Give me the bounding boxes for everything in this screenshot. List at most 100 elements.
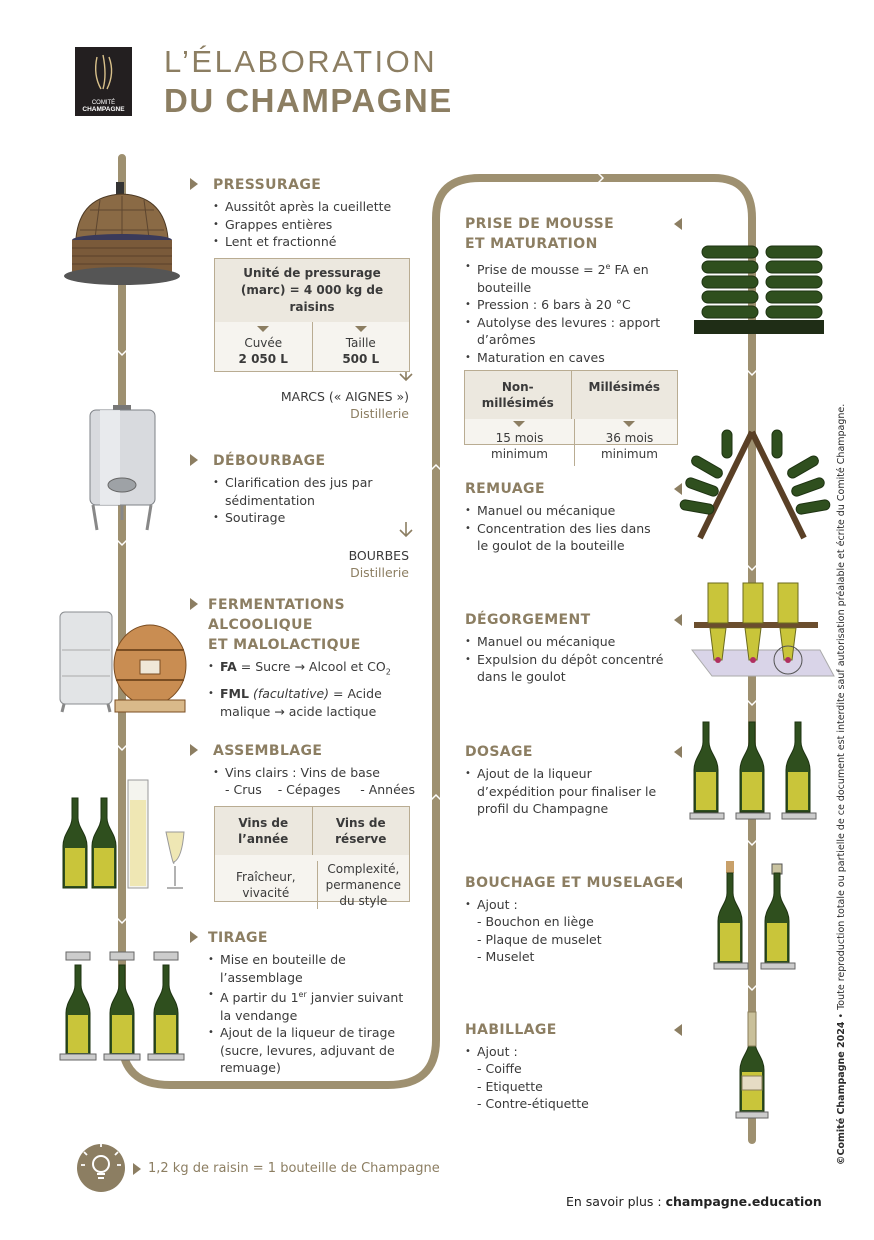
- tirage-title: TIRAGE: [208, 930, 268, 946]
- marcs-destination: Distillerie: [350, 406, 409, 421]
- riddling-rack-illustration: [679, 429, 831, 540]
- maturation-header-millesimes: Millésimés: [570, 371, 678, 419]
- logo-bubbles-icon: [94, 54, 113, 90]
- disgorging-illustration: [690, 582, 835, 677]
- copyright-notice: ©Comité Champagne 2024 • Toute reproduct…: [836, 404, 848, 1165]
- maturation-table: Non-millésimés Millésimés 15 mois minimu…: [464, 370, 678, 466]
- bouchage-subitems: - Bouchon en liège - Plaque de muselet -…: [465, 913, 665, 966]
- tirage-illustration: [59, 951, 185, 1061]
- flow-chevrons: [116, 172, 758, 992]
- list-item: Pression : 6 bars à 20 °C: [465, 296, 665, 314]
- assemblage-value-annee: Fraîcheur, vivacité: [236, 870, 296, 900]
- assemblage-bullets: Vins clairs : Vins de base: [213, 764, 413, 782]
- list-item: - Muselet: [477, 949, 535, 964]
- press-illustration: [64, 182, 180, 285]
- prise-de-mousse-bullets: Prise de mousse = 2e FA en bouteille Pre…: [465, 258, 665, 366]
- fermentations-bullets: FA = Sucre → Alcool et CO2 FML (facultat…: [208, 658, 423, 720]
- list-item: Concentration des lies dans le goulot de…: [465, 520, 665, 555]
- habillage-bullets: Ajout :: [465, 1043, 665, 1061]
- list-item: - Bouchon en liège: [477, 914, 594, 929]
- list-item: Maturation en caves: [465, 349, 665, 367]
- debourbage-title: DÉBOURBAGE: [213, 453, 326, 469]
- list-item: Expulsion du dépôt concentré dans le gou…: [465, 651, 665, 686]
- maturation-value-non-millesimes: 15 mois minimum: [465, 419, 574, 466]
- dosage-title: DOSAGE: [465, 744, 533, 760]
- assemblage-subitems: - Crus - Cépages - Années: [225, 781, 415, 799]
- cellar-stack-illustration: [694, 245, 824, 334]
- assemblage-value-reserve: Complexité, permanence du style: [316, 861, 409, 909]
- list-item: Manuel ou mécanique: [465, 633, 665, 651]
- bourbes-label: BOURBES: [348, 548, 409, 563]
- tirage-bullets: Mise en bouteille de l’assemblage A part…: [208, 951, 408, 1077]
- list-item: A partir du 1er janvier suivant la venda…: [208, 986, 408, 1024]
- pressurage-title: PRESSURAGE: [213, 177, 322, 193]
- tank-illustration: [89, 405, 156, 531]
- list-item: Soutirage: [213, 509, 388, 527]
- maturation-value-millesimes: 36 mois minimum: [573, 419, 684, 466]
- list-item: - Années: [360, 782, 415, 797]
- pressurage-table-header: Unité de pressurage (marc) = 4 000 kg de…: [215, 259, 409, 322]
- fermentations-title: FERMENTATIONS ALCOOLIQUE ET MALOLACTIQUE: [208, 597, 361, 653]
- habillage-title: HABILLAGE: [465, 1022, 557, 1038]
- remuage-bullets: Manuel ou mécanique Concentration des li…: [465, 502, 665, 555]
- list-item: - Etiquette: [477, 1078, 543, 1094]
- step-marker-icon: [674, 218, 682, 230]
- list-item: Mise en bouteille de l’assemblage: [208, 951, 408, 986]
- list-item: Ajout de la liqueur de tirage (sucre, le…: [208, 1024, 408, 1077]
- copyright-bold: ©Comité Champagne 2024: [836, 1021, 847, 1165]
- list-item: Manuel ou mécanique: [465, 502, 665, 520]
- logo-line-1: COMITÉ: [91, 100, 116, 106]
- step-marker-icon: [190, 454, 198, 466]
- list-item: FML (facultative) = Acide malique → acid…: [208, 685, 423, 720]
- list-item: Aussitôt après la cueillette: [213, 198, 413, 216]
- step-marker-icon: [674, 746, 682, 758]
- page-title-line-2: DU CHAMPAGNE: [164, 82, 453, 119]
- list-item: Ajout de la liqueur d’expédition pour fi…: [465, 765, 665, 818]
- list-item: Ajout :: [465, 1043, 665, 1061]
- list-item: FA = Sucre → Alcool et CO2: [208, 658, 423, 681]
- step-marker-icon: [190, 598, 198, 610]
- pressurage-bullets: Aussitôt après la cueillette Grappes ent…: [213, 198, 413, 251]
- step-marker-icon: [190, 744, 198, 756]
- pressurage-table: Unité de pressurage (marc) = 4 000 kg de…: [214, 258, 410, 372]
- step-marker-icon: [190, 178, 198, 190]
- tip-marker-icon: [133, 1163, 141, 1175]
- list-item: Prise de mousse = 2e FA en bouteille: [465, 258, 665, 296]
- assemblage-title: ASSEMBLAGE: [213, 743, 323, 759]
- learn-more: En savoir plus : champagne.education: [566, 1194, 822, 1209]
- logo-line-2: CHAMPAGNE: [82, 105, 125, 113]
- list-item: Grappes entières: [213, 216, 413, 234]
- list-item: - Coiffe: [477, 1061, 522, 1076]
- step-marker-icon: [674, 614, 682, 626]
- tip-text: 1,2 kg de raisin = 1 bouteille de Champa…: [148, 1161, 440, 1176]
- marcs-note: MARCS (« AIGNES ») Distillerie: [230, 388, 409, 422]
- list-item: - Crus: [225, 782, 262, 797]
- fermentation-illustration: [59, 611, 187, 713]
- list-item: - Contre-étiquette: [477, 1096, 589, 1111]
- bourbes-note: BOURBES Distillerie: [230, 547, 409, 581]
- list-item: Clarification des jus par sédimentation: [213, 474, 388, 509]
- marcs-label: MARCS (« AIGNES »): [280, 389, 409, 404]
- prise-de-mousse-title: PRISE DE MOUSSE ET MATURATION: [465, 216, 615, 252]
- maturation-header-non-millesimes: Non-millésimés: [481, 380, 554, 410]
- learn-more-link[interactable]: champagne.education: [665, 1194, 822, 1209]
- habillage-subitems: - Coiffe - Etiquette - Contre-étiquette: [465, 1060, 665, 1113]
- step-marker-icon: [674, 483, 682, 495]
- step-marker-icon: [674, 877, 682, 889]
- page-title-line-1: L’ÉLABORATION: [164, 44, 438, 79]
- corked-bottles-illustration: [713, 861, 796, 970]
- list-item: Lent et fractionné: [213, 233, 413, 251]
- degorgement-bullets: Manuel ou mécanique Expulsion du dépôt c…: [465, 633, 665, 686]
- debourbage-bullets: Clarification des jus par sédimentation …: [213, 474, 388, 527]
- assemblage-header-reserve: Vins de réserve: [311, 807, 410, 855]
- learn-more-label: En savoir plus :: [566, 1194, 666, 1209]
- bourbes-destination: Distillerie: [350, 565, 409, 580]
- remuage-title: REMUAGE: [465, 481, 545, 497]
- list-item: Vins clairs : Vins de base: [213, 764, 413, 782]
- step-marker-icon: [190, 931, 198, 943]
- step-marker-icon: [674, 1024, 682, 1036]
- assemblage-header-annee: Vins de l’année: [238, 816, 289, 846]
